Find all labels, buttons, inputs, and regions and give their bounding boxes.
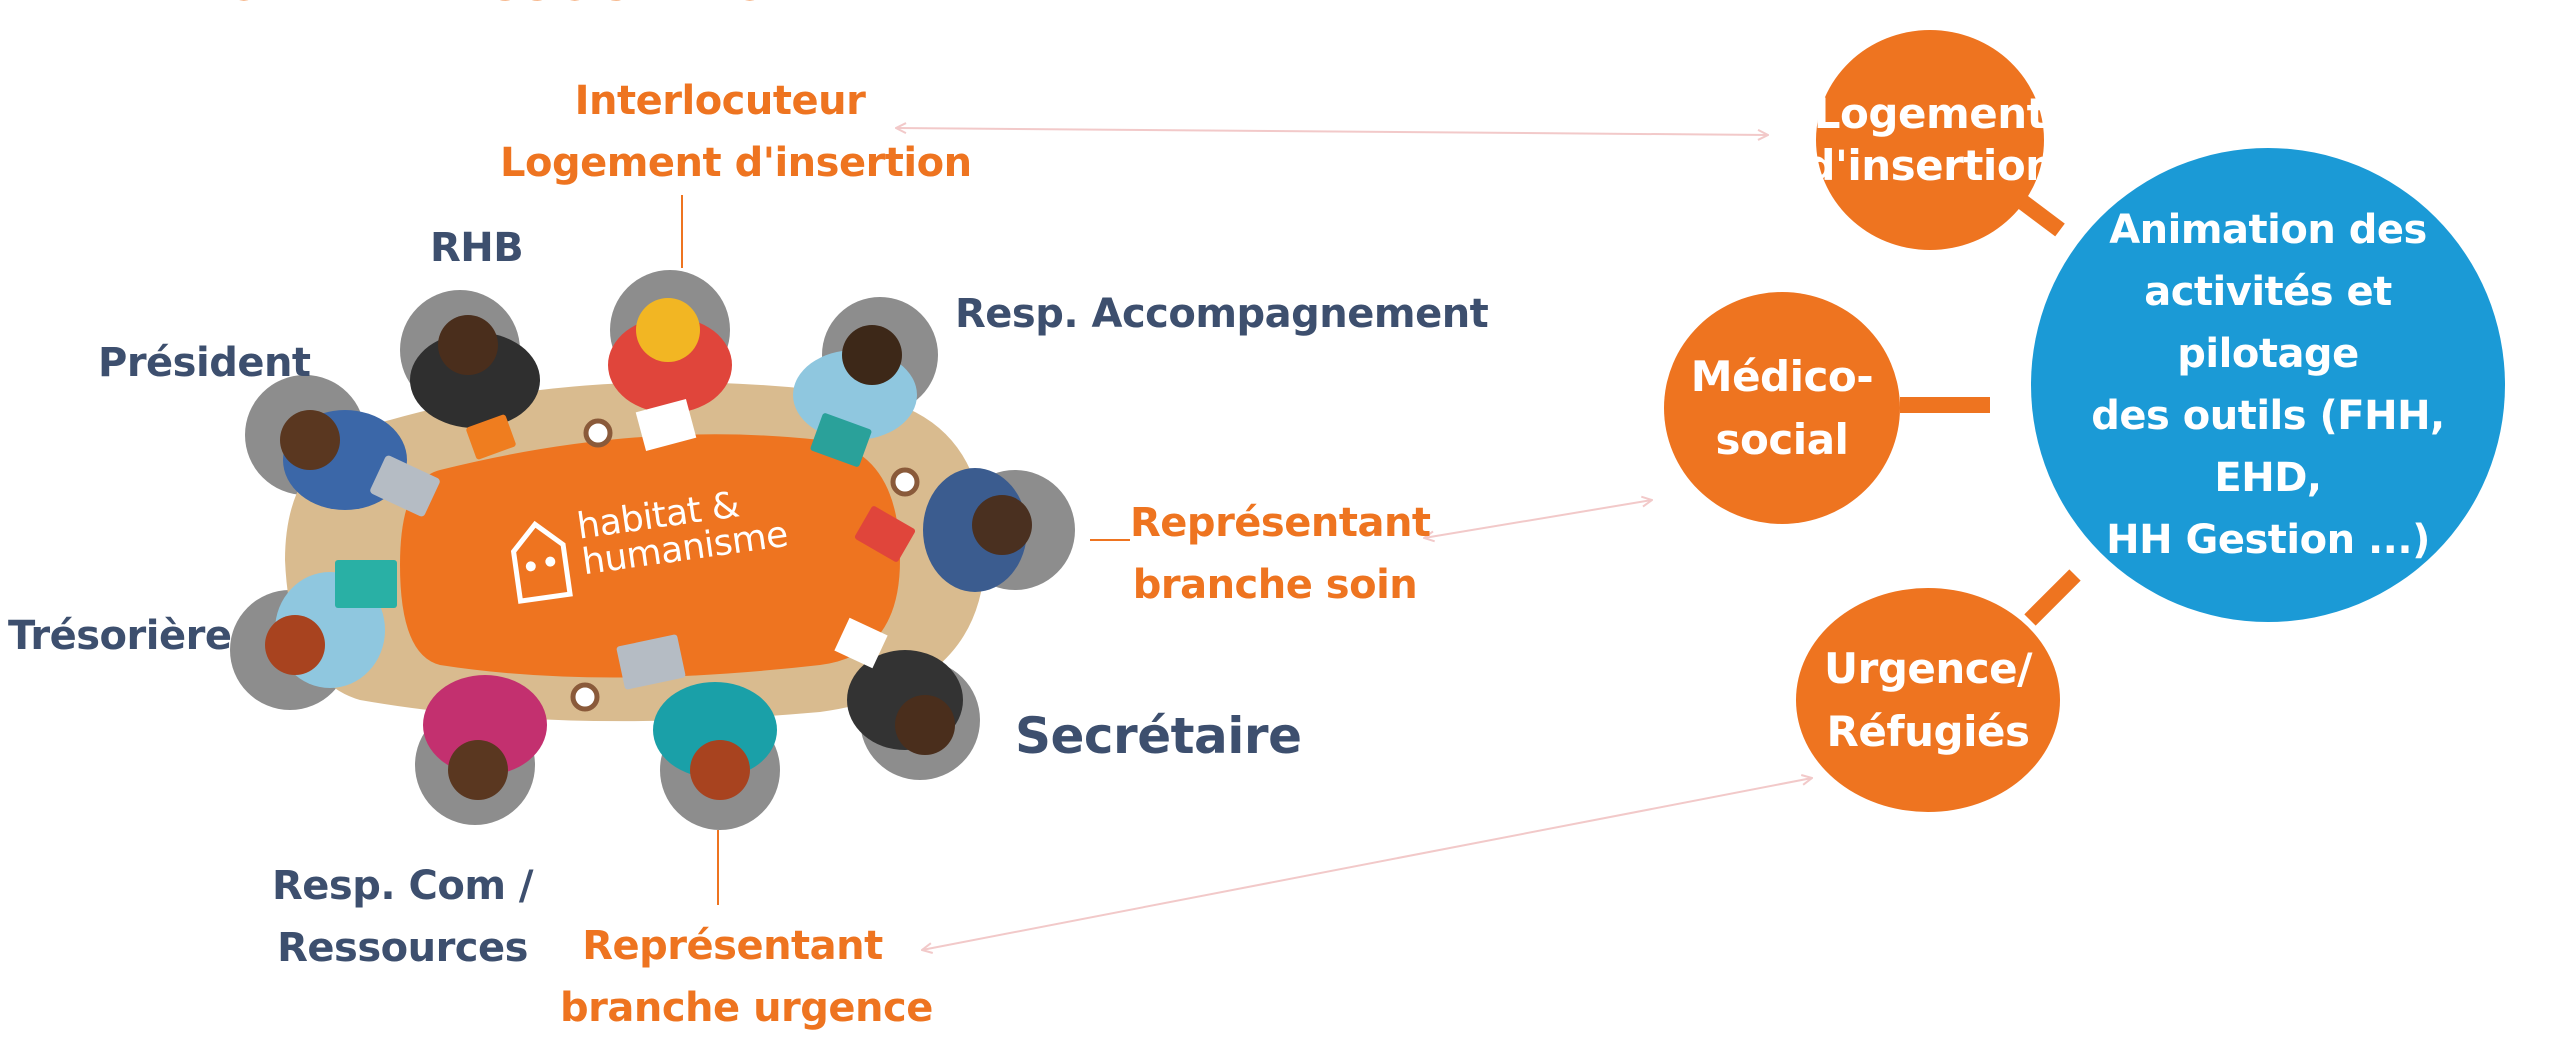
role-branch-arrows: [896, 128, 1812, 950]
section-title-partial: ANIMATION DE L'ASSOCIATION: [0, 0, 810, 14]
notebook-icon: [834, 617, 888, 669]
urgence-role-line-1: Représentant: [582, 923, 883, 969]
urgence-role-line-2: branche urgence: [560, 985, 933, 1031]
logement-circle-text: Logement d'insertion: [1805, 40, 2055, 240]
urgence-branch-line-1: Urgence/: [1824, 644, 2033, 693]
label-resp-accompagnement: Resp. Accompagnement: [955, 291, 1489, 337]
arrow-logement: [896, 128, 1768, 135]
resp-com-line-2: Ressources: [277, 925, 528, 971]
label-tresoriere: Trésorière: [8, 613, 232, 659]
center-circle-text: Animation des activités et pilotage des …: [2050, 207, 2486, 563]
table-runner: [400, 434, 900, 678]
urgence-circle: [1796, 588, 2060, 812]
tablet-icon: [854, 506, 916, 562]
paper-icon: [635, 398, 697, 452]
tablet-icon: [335, 560, 397, 608]
urgence-circle-text: Urgence/ Réfugiés: [1796, 600, 2060, 800]
cup-icon: [583, 418, 613, 448]
label-resp-com: Resp. Com / Ressources: [272, 855, 534, 979]
meeting-table-illustration: [230, 270, 1075, 830]
arrow-soin: [1424, 500, 1652, 538]
label-interlocuteur: Interlocuteur Logement d'insertion: [500, 70, 972, 194]
resp-com-line-1: Resp. Com /: [272, 863, 534, 909]
soin-line-1: Représentant: [1130, 500, 1431, 546]
medico-line-2: social: [1715, 415, 1849, 464]
interlocuteur-line-1: Interlocuteur: [574, 78, 866, 124]
center-line-1: Animation des: [2109, 207, 2427, 253]
medico-line-1: Médico-: [1690, 352, 1874, 401]
urgence-branch-line-2: Réfugiés: [1826, 707, 2030, 756]
person-urgence: [653, 682, 777, 778]
tablet-icon: [466, 414, 516, 460]
center-line-4: HH Gestion ...): [2106, 517, 2430, 563]
laptop-icon: [370, 455, 440, 517]
habitat-humanisme-logo-icon: [510, 520, 573, 604]
laptop-icon: [616, 634, 686, 690]
person-com: [423, 675, 547, 775]
connector-logement: [2015, 193, 2065, 237]
connector-urgence: [2024, 569, 2081, 626]
arrow-urgence: [922, 778, 1812, 950]
label-rhb: RHB: [430, 225, 524, 271]
branch-connectors: [1900, 193, 2081, 626]
label-secretaire: Secrétaire: [1015, 707, 1302, 765]
logement-line-1: Logement: [1813, 88, 2047, 138]
label-representant-urgence: Représentant branche urgence: [560, 915, 933, 1039]
interlocuteur-line-2: Logement d'insertion: [500, 140, 972, 186]
center-circle: [2031, 148, 2505, 622]
center-line-3: des outils (FHH, EHD,: [2091, 393, 2445, 501]
logement-line-2: d'insertion: [1805, 141, 2055, 190]
tablet-icon: [810, 413, 872, 467]
medico-circle: [1664, 292, 1900, 524]
cup-icon: [570, 682, 600, 712]
soin-line-2: branche soin: [1132, 562, 1418, 608]
logement-circle: [1816, 30, 2044, 250]
cup-icon: [890, 467, 920, 497]
role-leader-lines: [681, 195, 1130, 905]
medico-circle-text: Médico- social: [1664, 310, 1900, 506]
label-representant-soin: Représentant branche soin: [1130, 492, 1431, 616]
center-line-2: activités et pilotage: [2144, 269, 2392, 377]
label-president: Président: [98, 340, 311, 386]
